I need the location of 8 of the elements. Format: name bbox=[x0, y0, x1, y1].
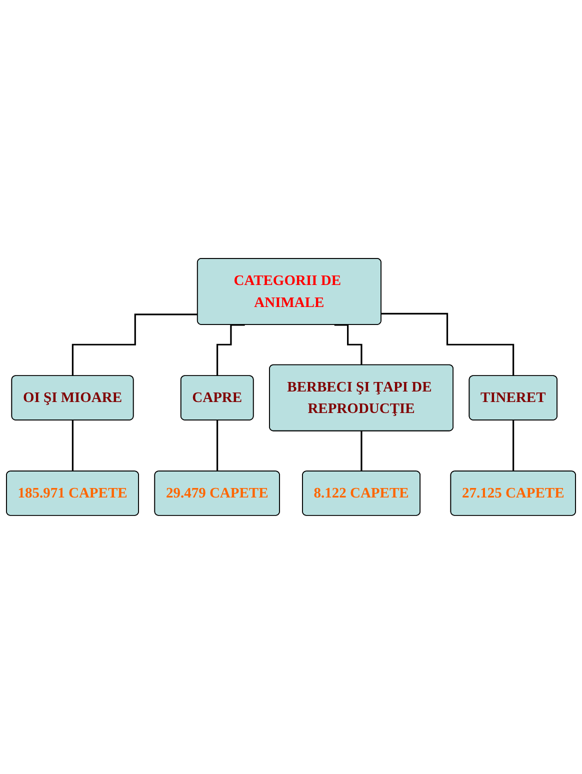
connector bbox=[216, 324, 245, 377]
connector bbox=[72, 314, 198, 377]
connector bbox=[381, 312, 514, 377]
connector bbox=[360, 430, 362, 472]
connector bbox=[512, 420, 514, 472]
connector bbox=[216, 420, 218, 472]
connector bbox=[72, 420, 74, 472]
connector bbox=[334, 324, 362, 366]
